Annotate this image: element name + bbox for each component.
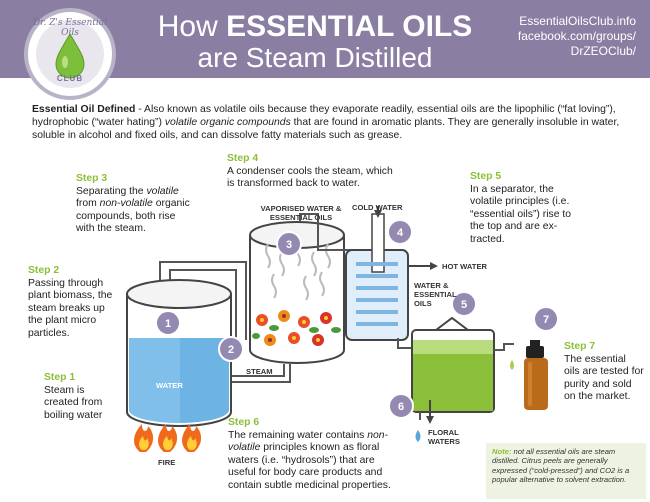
plant-biomass — [252, 310, 341, 346]
step-7-heading: Step 7 — [564, 341, 596, 352]
step-badges — [155, 219, 559, 419]
header-links: EssentialOilsClub.info facebook.com/grou… — [486, 14, 636, 59]
condenser — [345, 206, 438, 349]
link-facebook[interactable]: facebook.com/groups/ — [517, 29, 636, 43]
badge-5: 5 — [461, 299, 467, 311]
badge-4: 4 — [397, 227, 404, 239]
badge-6: 6 — [398, 401, 404, 413]
step-5-text: In a separator, the volatile principles … — [470, 183, 572, 245]
step-6: Step 6 The remaining water contains non-… — [228, 417, 398, 492]
step-3-heading: Step 3 — [76, 173, 108, 184]
step-1-text: Steam is created from boiling water — [44, 384, 103, 421]
essential-oil-bottle — [524, 340, 548, 410]
label-floral-waters: FLORAL WATERS — [428, 428, 460, 446]
separator — [402, 316, 514, 442]
badge-3: 3 — [286, 239, 292, 251]
note-heading: Note: — [492, 447, 512, 456]
label-water-oils: WATER & ESSENTIAL OILS — [414, 281, 457, 308]
label-fire: FIRE — [158, 458, 176, 467]
step-1: Step 1 Steam is created from boiling wat… — [44, 372, 116, 422]
page-title-line1: How ESSENTIAL OILS — [157, 10, 473, 43]
label-vaporised: VAPORISED WATER & ESSENTIAL OILS — [260, 204, 342, 222]
step-1-heading: Step 1 — [44, 372, 76, 383]
label-steam: STEAM — [246, 367, 273, 376]
step-3-text: Separating the volatile from non-volatil… — [76, 185, 190, 235]
label-hot-water: HOT WATER — [442, 262, 487, 271]
badge-2: 2 — [228, 344, 234, 356]
link-website[interactable]: EssentialOilsClub.info — [519, 14, 636, 28]
note-text: not all essential oils are steam distill… — [492, 447, 630, 485]
badge-1: 1 — [165, 318, 171, 330]
note-box: Note: not all essential oils are steam d… — [486, 443, 646, 499]
step-7-text: The essential oils are tested for purity… — [564, 353, 644, 403]
step-6-text: The remaining water contains non-volatil… — [228, 429, 391, 491]
step-4-text: A condenser cools the steam, which is tr… — [227, 165, 393, 190]
step-2-heading: Step 2 — [28, 265, 60, 276]
logo-brand: Dr. Z's Essential Oils — [32, 18, 108, 38]
label-cold-water: COLD WATER — [352, 203, 403, 212]
logo-club: CLUB — [56, 74, 84, 83]
fire-icon — [134, 424, 202, 452]
definition-text: Essential Oil Defined - Also known as vo… — [32, 104, 620, 141]
water-tank — [126, 279, 232, 427]
step-3: Step 3 Separating the volatile from non-… — [76, 173, 194, 236]
link-facebook-cont[interactable]: DrZEOClub/ — [570, 44, 636, 58]
step-6-heading: Step 6 — [228, 417, 260, 428]
badge-7: 7 — [543, 314, 549, 326]
biomass-vessel — [249, 221, 345, 364]
step-4: Step 4 A condenser cools the steam, whic… — [227, 153, 403, 191]
step-2-text: Passing through plant biomass, the steam… — [28, 277, 113, 339]
step-5: Step 5 In a separator, the volatile prin… — [470, 171, 580, 246]
step-4-heading: Step 4 — [227, 153, 259, 164]
step-7: Step 7 The essential oils are tested for… — [564, 341, 644, 404]
step-5-heading: Step 5 — [470, 171, 502, 182]
step-2: Step 2 Passing through plant biomass, th… — [28, 265, 118, 340]
page-title-line2: are Steam Distilled — [197, 42, 433, 73]
label-water: WATER — [156, 381, 183, 390]
oil-drop-icon — [55, 32, 85, 79]
club-logo: Dr. Z's Essential Oils CLUB — [24, 8, 116, 100]
